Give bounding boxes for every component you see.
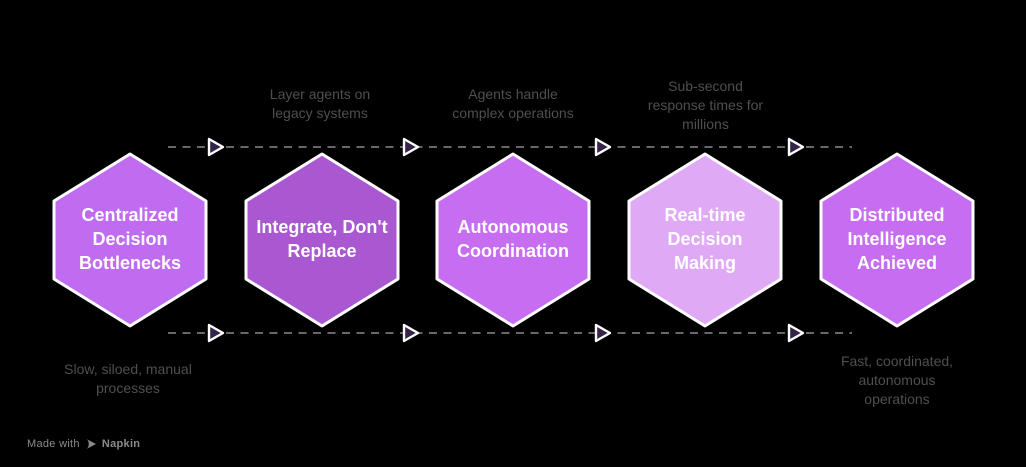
hex-node-label: Centralized Decision Bottlenecks — [78, 205, 182, 273]
hex-node-label: Distributed Intelligence Achieved — [847, 205, 947, 273]
arrowhead-icon — [402, 323, 420, 343]
arrowhead-icon — [207, 137, 225, 157]
made-with-label: Made with — [27, 438, 80, 450]
napkin-logo-icon — [86, 439, 96, 449]
hexagon-shape — [627, 152, 783, 328]
arrowhead-icon — [787, 323, 805, 343]
hex-node-distributed-intelligence: Distributed Intelligence Achieved — [819, 152, 975, 328]
arrowhead-icon — [594, 137, 612, 157]
hexagon-shape — [244, 152, 400, 328]
hex-node-realtime-decision-making: Real-time Decision Making — [627, 152, 783, 328]
hexagon-shape — [435, 152, 591, 328]
hexagon-shape — [52, 152, 208, 328]
hex-node-centralized-bottlenecks: Centralized Decision Bottlenecks — [52, 152, 208, 328]
annotation-fast-coordinated: Fast, coordinated, autonomous operations — [840, 353, 954, 407]
arrowhead-icon — [402, 137, 420, 157]
hex-node-label: Integrate, Don't Replace — [256, 217, 388, 261]
brand-label: Napkin — [101, 438, 141, 450]
hex-node-integrate-dont-replace: Integrate, Don't Replace — [244, 152, 400, 328]
arrowhead-icon — [787, 137, 805, 157]
annotation-slow-siloed: Slow, siloed, manual processes — [64, 361, 192, 396]
hex-node-autonomous-coordination: Autonomous Coordination — [435, 152, 591, 328]
annotation-layer-agents: Layer agents on legacy systems — [269, 86, 371, 121]
annotation-sub-second: Sub-second response times for millions — [647, 78, 764, 132]
hex-node-label: Real-time Decision Making — [664, 205, 746, 273]
annotation-agents-handle: Agents handle complex operations — [452, 86, 574, 121]
arrowhead-icon — [594, 323, 612, 343]
hex-node-label: Autonomous Coordination — [457, 217, 569, 261]
arrowhead-icon — [207, 323, 225, 343]
hexagon-shape — [819, 152, 975, 328]
napkin-credit: Made with Napkin — [27, 438, 140, 450]
